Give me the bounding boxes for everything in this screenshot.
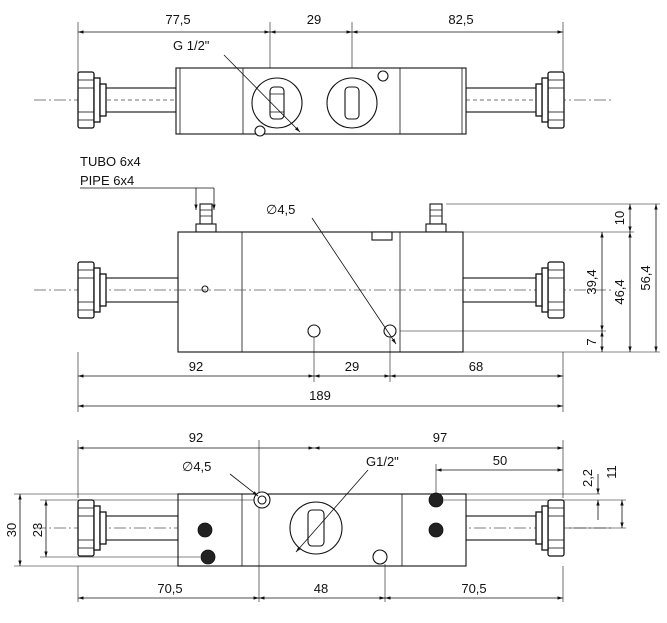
top-small-hole <box>254 125 266 137</box>
bottom-view: 92 97 50 ∅4,5 G1/2" <box>4 430 626 602</box>
bottom-hole-label: ∅4,5 <box>182 459 211 474</box>
top-small-hole-2 <box>377 70 389 82</box>
top-left-connector <box>77 71 107 129</box>
bottom-right-connector <box>535 499 565 557</box>
bottom-dim-2: 2,2 <box>580 469 595 487</box>
top-port-label: G 1/2" <box>173 38 210 53</box>
bottom-dim-br: 70,5 <box>461 581 486 596</box>
middle-dim-overall: 189 <box>309 388 331 403</box>
middle-left-connector <box>77 261 107 319</box>
middle-right-connector <box>535 261 565 319</box>
middle-dim-10: 10 <box>612 211 627 225</box>
bottom-dim-bl: 70,5 <box>157 581 182 596</box>
middle-dim-right: 68 <box>469 359 483 374</box>
bottom-dim-right: 97 <box>433 430 447 445</box>
bottom-dim-sub: 50 <box>493 453 507 468</box>
bottom-dim-30: 30 <box>4 523 19 537</box>
bottom-port-label: G1/2" <box>366 454 399 469</box>
middle-valve-body <box>177 231 464 353</box>
bottom-dim-23: 23 <box>30 523 45 537</box>
bottom-dim-11: 11 <box>604 465 619 479</box>
bottom-dim-left: 92 <box>189 430 203 445</box>
middle-hole-left <box>307 324 321 338</box>
middle-dim-46: 46,4 <box>612 279 627 304</box>
pipe-label-es: TUBO 6x4 <box>80 154 141 169</box>
middle-dim-56: 56,4 <box>638 265 653 290</box>
middle-dim-7: 7 <box>584 338 599 345</box>
pipe-label-en: PIPE 6x4 <box>80 173 134 188</box>
middle-hole-label: ∅4,5 <box>266 202 295 217</box>
top-dim-left: 77,5 <box>165 12 190 27</box>
middle-dim-center: 29 <box>345 359 359 374</box>
top-view: 77,5 29 82,5 G 1/2" <box>34 12 612 137</box>
top-right-connector <box>535 71 565 129</box>
middle-dim-left: 92 <box>189 359 203 374</box>
middle-view: TUBO 6x4 PIPE 6x4 ∅4,5 <box>34 154 660 412</box>
middle-dim-39: 39,4 <box>584 269 599 294</box>
bottom-left-connector <box>77 499 107 557</box>
top-valve-body <box>175 67 467 135</box>
top-dim-right: 82,5 <box>448 12 473 27</box>
top-dim-center: 29 <box>307 12 321 27</box>
bottom-dim-bc: 48 <box>314 581 328 596</box>
